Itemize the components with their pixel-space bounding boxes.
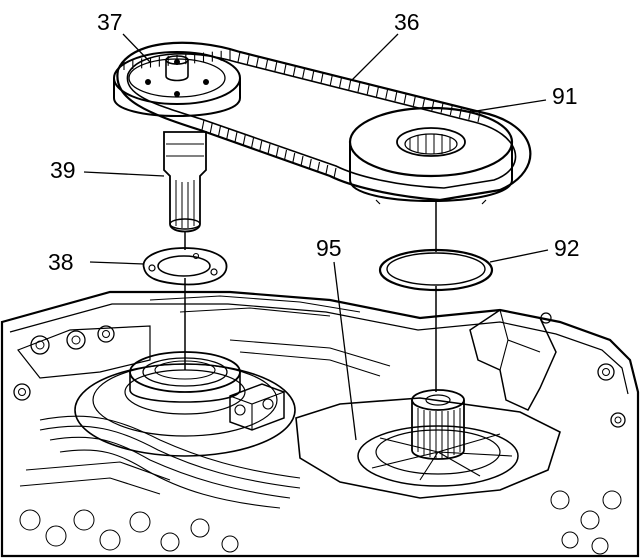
chain-link	[259, 140, 263, 152]
case-bosses	[13, 325, 626, 428]
chain-link	[300, 155, 304, 167]
chain-link	[274, 61, 278, 72]
chain-link	[385, 88, 389, 100]
callout-91: 91	[552, 83, 578, 109]
chain-link	[242, 134, 246, 146]
callout-36: 36	[394, 9, 420, 35]
chain-link	[234, 131, 238, 143]
assembly-alignment-lines	[184, 200, 437, 392]
chain-link	[366, 84, 370, 95]
chain-link	[283, 63, 287, 74]
snap-ring-92	[378, 248, 494, 292]
drive-sprocket-91	[348, 106, 514, 205]
driven-sprocket-37	[113, 51, 241, 233]
callout-39: 39	[50, 157, 76, 183]
callout-labels: 37 36 91 39 38 95 92	[48, 9, 580, 275]
chain-link	[292, 152, 296, 164]
chain-link	[283, 149, 288, 161]
chain-link	[333, 167, 337, 179]
chain-link	[412, 95, 416, 106]
chain-link	[329, 74, 333, 86]
callout-leader-lines	[83, 33, 549, 441]
chain-link	[246, 54, 250, 65]
callout-95: 95	[316, 235, 342, 261]
callout-37: 37	[97, 9, 123, 35]
chain-link	[338, 77, 343, 88]
chain-link	[308, 158, 312, 170]
chain-link	[217, 125, 222, 137]
chain-link	[275, 146, 279, 158]
chain-link	[325, 164, 329, 176]
chain-link	[237, 51, 241, 63]
chain-link	[394, 91, 398, 102]
chain-link	[357, 81, 361, 93]
chain-link	[422, 98, 426, 109]
chain-link	[316, 161, 321, 173]
chain-link	[209, 122, 213, 134]
chain-link	[265, 58, 269, 70]
chain-link	[375, 86, 380, 97]
chain-link	[320, 72, 324, 83]
chain-link	[403, 93, 407, 104]
chain-link	[302, 68, 306, 79]
chain-link	[458, 107, 463, 118]
chain-link	[250, 137, 255, 149]
callout-38: 38	[48, 249, 74, 275]
chain-link	[292, 65, 296, 76]
drive-chain-36	[116, 41, 532, 202]
drive-sprocket-support-95	[295, 309, 561, 499]
chain-link	[255, 56, 260, 67]
chain-link	[348, 79, 352, 90]
transmission-case	[0, 290, 640, 558]
callout-92: 92	[554, 235, 580, 261]
chain-link	[311, 70, 315, 81]
casting-texture	[19, 490, 622, 555]
chain-link	[267, 143, 271, 155]
chain-link	[226, 128, 230, 140]
thrust-washer-38	[142, 247, 228, 286]
chain-link	[201, 119, 205, 131]
